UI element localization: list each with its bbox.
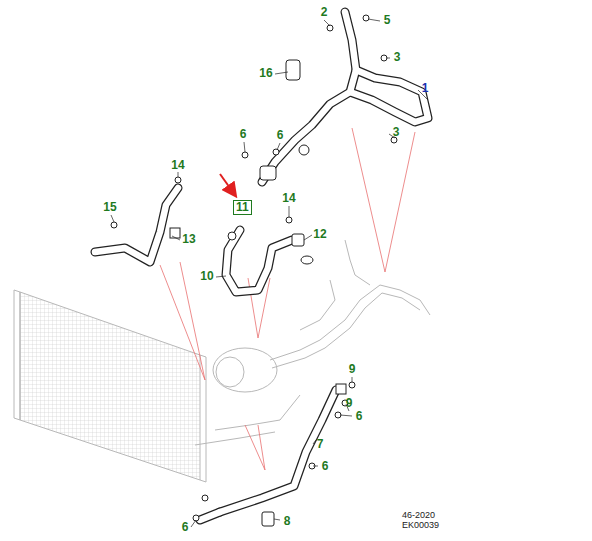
callout-number: 1 [422, 82, 429, 95]
callout-number: 16 [259, 67, 272, 80]
callout-number: 3 [394, 51, 401, 64]
callout-number: 6 [277, 129, 284, 142]
reference-code: 46-2020 [402, 510, 435, 520]
callout-number: 6 [240, 128, 247, 141]
callout-number: 8 [284, 515, 291, 528]
callout-number: 5 [384, 14, 391, 27]
callout-number: 7 [317, 438, 324, 451]
callout-number: 14 [171, 159, 184, 172]
reference-code: EK00039 [402, 520, 439, 530]
callout-number: 2 [321, 6, 328, 19]
callout-number: 6 [356, 410, 363, 423]
callout-number: 13 [182, 233, 195, 246]
callout-number: 15 [103, 201, 116, 214]
callout-number: 6 [322, 460, 329, 473]
callout-number: 12 [313, 228, 326, 241]
callout-number: 11 [236, 201, 249, 214]
pointer-arrow [220, 174, 235, 195]
callout-number: 14 [282, 192, 295, 205]
callout-number: 9 [349, 363, 356, 376]
callout-box: 11 [233, 200, 252, 215]
callout-number: 9 [346, 397, 353, 410]
callout-number: 6 [182, 521, 189, 534]
callout-number: 3 [393, 126, 400, 139]
callout-number: 10 [200, 270, 213, 283]
